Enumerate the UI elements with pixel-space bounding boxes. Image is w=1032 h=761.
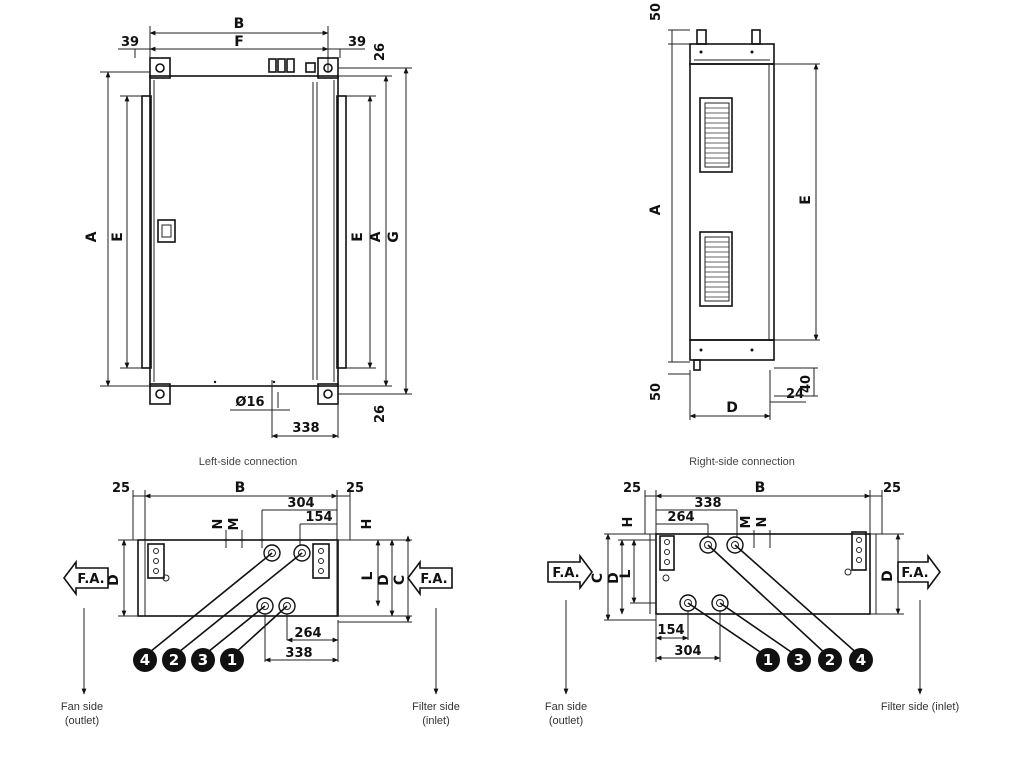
filter-side-label: Filter side (412, 701, 460, 713)
dim-304: 304 (287, 496, 314, 511)
pipe-badge: 1 (756, 648, 780, 672)
badge-3: 3 (794, 651, 804, 669)
dim-40: 40 (799, 375, 814, 393)
dim-label-B: B (234, 16, 245, 32)
badge-1: 1 (763, 651, 773, 669)
dim-304: 304 (674, 644, 701, 659)
filter-side-inlet-label: (inlet) (422, 715, 450, 727)
dim-label-D-left: D (606, 572, 622, 584)
fa-arrow-left: F.A. (77, 572, 104, 587)
dim-24: 24 (786, 387, 804, 402)
dim-label-M: M (739, 516, 754, 529)
dim-label-E-right: E (350, 232, 366, 242)
dim-phi16: Ø16 (235, 395, 264, 410)
pipe-badge: 3 (787, 648, 811, 672)
pipe-badge: 2 (162, 648, 186, 672)
dim-338: 338 (694, 496, 721, 511)
dim-label-D-right: D (880, 570, 896, 582)
dim-25-right: 25 (883, 481, 901, 496)
dim-label-E-side: E (798, 195, 814, 205)
pipe-badge: 3 (191, 648, 215, 672)
dim-338: 338 (285, 646, 312, 661)
dim-264: 264 (294, 626, 321, 641)
pipe-badge: 2 (818, 648, 842, 672)
dim-25-left: 25 (112, 481, 130, 496)
dim-25-right: 25 (346, 481, 364, 496)
dim-label-L: L (360, 571, 376, 580)
front-view: B F 39 39 (84, 16, 412, 439)
left-connection-plan: 25 B 25 304 154 N M H (61, 480, 460, 727)
fa-arrow-right: F.A. (901, 566, 928, 581)
caption-right-side-connection: Right-side connection (689, 456, 795, 468)
dim-label-M: M (227, 518, 242, 531)
dim-label-C: C (590, 573, 606, 583)
dim-label-D-right: D (376, 574, 392, 586)
fan-side-label: Fan side (61, 701, 103, 713)
dim-264: 264 (667, 510, 694, 525)
dim-39-right: 39 (348, 35, 366, 50)
dim-label-L: L (618, 569, 634, 578)
badge-4: 4 (856, 651, 866, 669)
caption-left-side-connection: Left-side connection (199, 456, 297, 468)
dim-label-F: F (234, 34, 244, 50)
dim-25-left: 25 (623, 481, 641, 496)
dim-26-bottom: 26 (373, 405, 388, 423)
badge-2: 2 (169, 651, 179, 669)
fan-side-outlet-label: (outlet) (549, 715, 583, 727)
badge-3: 3 (198, 651, 208, 669)
dim-338: 338 (292, 421, 319, 436)
dim-label-N: N (211, 519, 226, 530)
dim-label-B: B (235, 480, 246, 496)
badge-2: 2 (825, 651, 835, 669)
dim-label-C: C (392, 575, 408, 585)
dim-label-E-left: E (110, 232, 126, 242)
badge-4: 4 (140, 651, 150, 669)
dim-label-B: B (755, 480, 766, 496)
dim-154: 154 (657, 623, 684, 638)
dim-label-A-right: A (368, 231, 384, 242)
dim-154: 154 (305, 510, 332, 525)
filter-side-label: Filter side (inlet) (881, 701, 959, 713)
side-view: 50 (648, 3, 820, 420)
dim-50-bottom: 50 (649, 383, 664, 401)
dim-label-G: G (386, 231, 402, 243)
dim-label-N: N (755, 517, 770, 528)
fan-side-outlet-label: (outlet) (65, 715, 99, 727)
dim-39-left: 39 (121, 35, 139, 50)
pipe-badge: 1 (220, 648, 244, 672)
dim-label-D-left: D (106, 574, 122, 586)
dim-label-H: H (360, 519, 375, 530)
dim-50-top: 50 (649, 3, 664, 21)
dim-label-A-left: A (84, 231, 100, 242)
fa-arrow-right: F.A. (420, 572, 447, 587)
pipe-badge: 4 (849, 648, 873, 672)
pipe-badge: 4 (133, 648, 157, 672)
fa-arrow-left: F.A. (552, 566, 579, 581)
dim-label-D-side: D (726, 400, 738, 416)
right-connection-plan: 25 B 25 338 264 H M N (545, 480, 959, 727)
dim-label-H: H (621, 517, 636, 528)
dim-label-A-side: A (648, 204, 664, 215)
badge-1: 1 (227, 651, 237, 669)
dim-26-top: 26 (373, 43, 388, 61)
fan-side-label: Fan side (545, 701, 587, 713)
